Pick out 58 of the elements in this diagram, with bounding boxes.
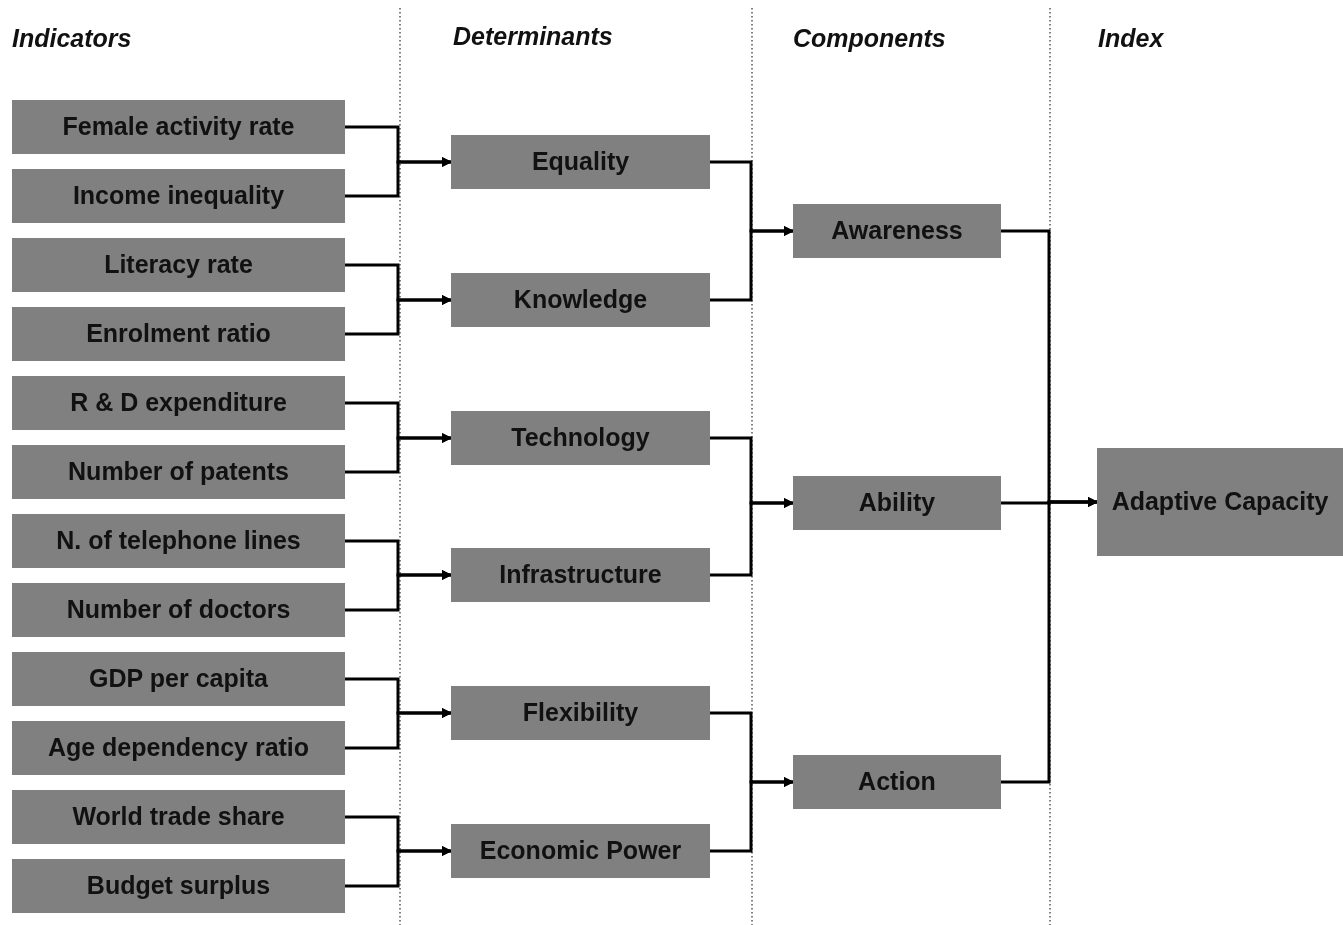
arrow	[710, 777, 794, 853]
box-label: Knowledge	[513, 284, 648, 316]
process-box	[12, 721, 345, 775]
arrow	[345, 570, 452, 612]
process-box	[12, 652, 345, 706]
box-label: Adaptive Capacity	[1111, 486, 1329, 518]
box-label: Awareness	[831, 215, 963, 247]
process-box	[12, 859, 345, 913]
arrow	[710, 226, 794, 302]
process-box	[12, 376, 345, 430]
box-label: Infrastructure	[499, 559, 662, 591]
arrow	[345, 157, 452, 198]
process-box	[451, 824, 710, 878]
box-label: Female activity rate	[62, 111, 295, 143]
process-box	[793, 476, 1001, 530]
box-label: Technology	[511, 422, 650, 454]
process-box	[451, 273, 710, 327]
arrow	[345, 295, 452, 336]
column-heading: Components	[793, 24, 946, 53]
box-label: Flexibility	[522, 697, 639, 729]
box-label: Economic Power	[479, 835, 682, 867]
arrow	[345, 433, 452, 474]
box-label: R & D expenditure	[70, 387, 287, 419]
box-label: Equality	[531, 146, 630, 178]
column-heading: Determinants	[453, 22, 613, 51]
box-label: N. of telephone lines	[56, 525, 301, 557]
process-box	[451, 411, 710, 465]
arrow	[345, 708, 452, 750]
process-box	[1097, 448, 1343, 556]
column-heading: Indicators	[12, 24, 132, 53]
arrow	[1001, 497, 1098, 784]
process-box	[12, 100, 345, 154]
process-box	[12, 238, 345, 292]
arrow	[345, 846, 452, 888]
process-box	[793, 204, 1001, 258]
box-label: Action	[858, 766, 936, 798]
box-label: World trade share	[72, 801, 285, 833]
process-box	[12, 514, 345, 568]
process-box	[451, 686, 710, 740]
box-label: Ability	[858, 487, 936, 519]
process-box	[12, 583, 345, 637]
process-box	[12, 790, 345, 844]
arrow	[710, 498, 794, 577]
box-label: Age dependency ratio	[47, 732, 310, 764]
process-box	[451, 135, 710, 189]
box-label: Enrolment ratio	[86, 318, 271, 350]
process-box	[12, 169, 345, 223]
column-heading: Index	[1098, 24, 1164, 53]
box-label: Budget surplus	[86, 870, 271, 902]
process-box	[451, 548, 710, 602]
box-label: Literacy rate	[104, 249, 253, 281]
box-label: Number of doctors	[66, 594, 291, 626]
box-label: Number of patents	[68, 456, 289, 488]
process-box	[12, 445, 345, 499]
process-box	[793, 755, 1001, 809]
box-label: GDP per capita	[89, 663, 268, 695]
box-label: Income inequality	[72, 180, 285, 212]
process-box	[12, 307, 345, 361]
